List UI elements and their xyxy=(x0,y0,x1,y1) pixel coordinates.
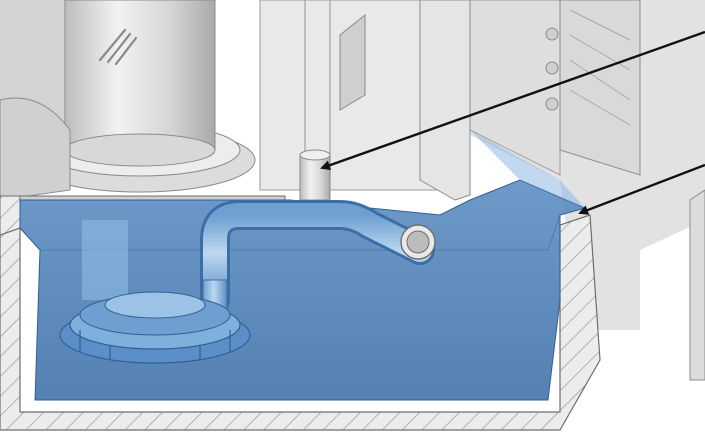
annotation-arrows xyxy=(320,30,705,215)
tank-wall-section xyxy=(0,195,601,431)
side-port xyxy=(400,224,436,260)
motor-cylinder xyxy=(0,0,256,201)
leader-arrow-2 xyxy=(578,163,705,215)
leader-arrow-1 xyxy=(320,30,705,171)
pump-base xyxy=(59,291,251,364)
inlet-tube xyxy=(299,149,331,201)
pump-pipe xyxy=(82,200,435,315)
